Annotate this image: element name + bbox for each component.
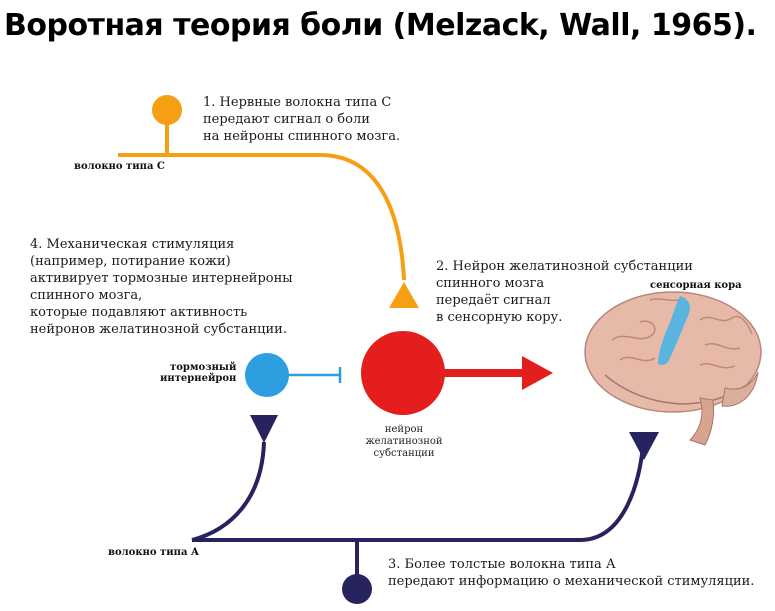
note1-line: передают сигнал о боли: [203, 112, 370, 127]
gelatinosa-neuron-label-line: субстанции: [373, 448, 435, 459]
a-fiber: [191, 415, 659, 604]
note-gelatinosa: 2. Нейрон желатинозной субстанции спинно…: [436, 258, 693, 326]
note2-line: спинного мозга: [436, 276, 545, 291]
gelatinosa-neuron-label-line: нейрон: [384, 424, 424, 435]
gelatinosa-neuron-body: [361, 331, 445, 415]
c-fiber-terminal: [389, 282, 419, 308]
note-a-fiber: 3. Более толстые волокна типа А передают…: [388, 556, 754, 590]
inhibitory-interneuron-body: [245, 353, 289, 397]
note4-line: нейронов желатинозной субстанции.: [30, 322, 287, 337]
note2-line: 2. Нейрон желатинозной субстанции: [436, 259, 693, 274]
c-fiber-receptor: [152, 95, 182, 125]
note-mechanical-stimulation: 4. Механическая стимуляция (например, по…: [30, 236, 293, 338]
c-fiber-axon: [118, 153, 406, 281]
a-fiber-terminal-cortex: [629, 432, 659, 460]
gelatinosa-neuron-label-line: желатинозной: [365, 436, 443, 447]
note3-line: передают информацию о механической стиму…: [388, 574, 755, 589]
note4-line: которые подавляют активность: [30, 305, 248, 320]
inhibitory-interneuron-label: тормозный интернейрон: [160, 362, 236, 384]
sensory-cortex-band: [658, 296, 690, 365]
gelatinosa-arrow-head: [522, 356, 553, 390]
c-fiber-label: волокно типа С: [74, 161, 165, 172]
sensory-cortex-label: сенсорная кора: [650, 280, 742, 291]
note4-line: активирует тормозные интернейроны: [30, 271, 293, 286]
a-fiber-branch: [191, 441, 266, 542]
note4-line: спинного мозга,: [30, 288, 143, 303]
gelatinosa-neuron: [361, 331, 553, 415]
note4-line: 4. Механическая стимуляция: [30, 237, 235, 252]
a-fiber-receptor: [342, 574, 372, 604]
a-fiber-terminal-interneuron: [250, 415, 278, 443]
a-fiber-axon: [192, 444, 645, 542]
page-title: Воротная теория боли (Melzack, Wall, 196…: [4, 8, 757, 43]
note1-line: 1. Нервные волокна типа С: [203, 95, 392, 110]
note2-line: в сенсорную кору.: [436, 310, 563, 325]
note1-line: на нейроны спинного мозга.: [203, 129, 401, 144]
inhibitory-interneuron: [245, 353, 342, 397]
a-fiber-label: волокно типа А: [108, 547, 200, 558]
note3-line: 3. Более толстые волокна типа А: [388, 557, 616, 572]
note4-line: (например, потирание кожи): [30, 254, 231, 269]
c-fiber: [118, 95, 419, 308]
note2-line: передаёт сигнал: [436, 293, 551, 308]
note-c-fiber: 1. Нервные волокна типа С передают сигна…: [203, 94, 400, 145]
inhibitory-interneuron-label-line: тормозный: [170, 362, 237, 373]
gelatinosa-neuron-label: нейрон желатинозной субстанции: [358, 424, 450, 460]
inhibitory-interneuron-label-line: интернейрон: [160, 373, 237, 384]
brain-icon: [584, 291, 762, 446]
